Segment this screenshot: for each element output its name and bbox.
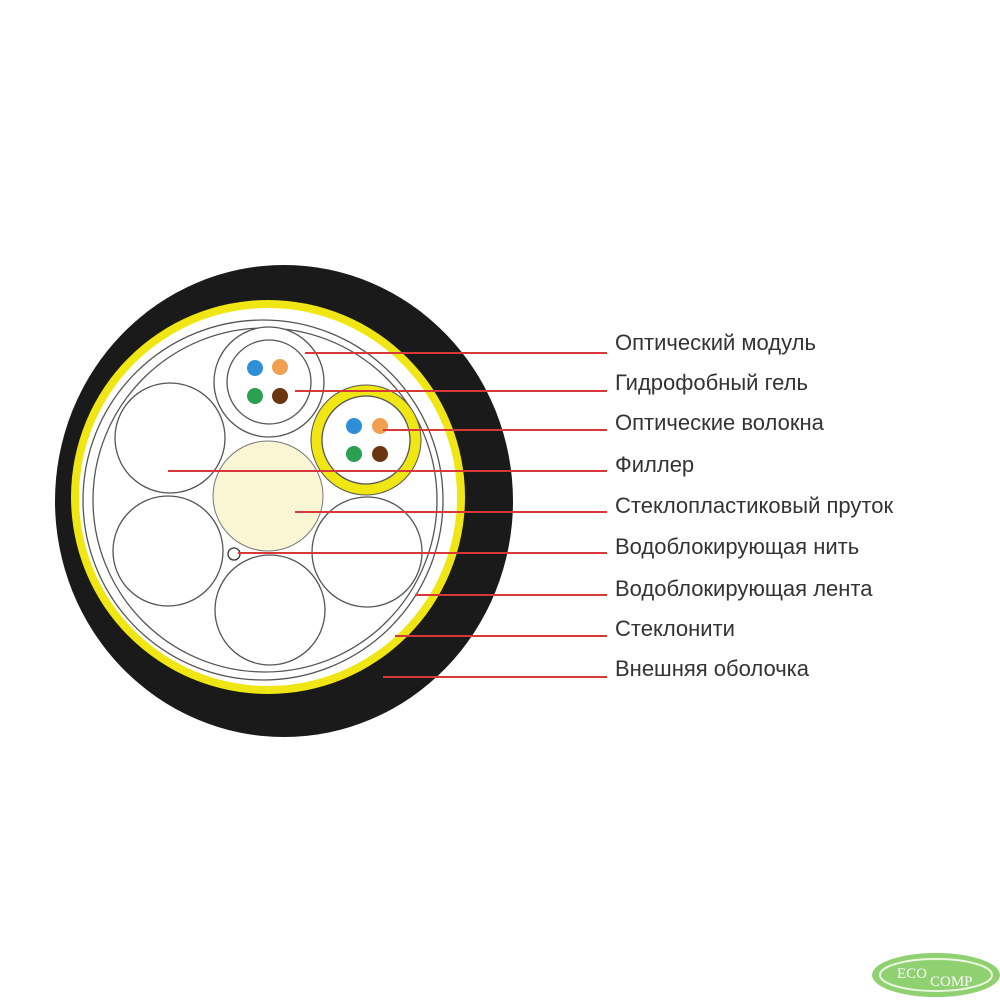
- label-water-blocking-tape: Водоблокирующая лента: [615, 576, 873, 601]
- label-filler: Филлер: [615, 452, 695, 477]
- fiber-blue: [346, 418, 362, 434]
- filler-bottom-left: [112, 495, 224, 607]
- fiber-green: [247, 388, 263, 404]
- label-outer-sheath: Внешняя оболочка: [615, 656, 810, 681]
- fiber-brown: [372, 446, 388, 462]
- ecocomp-logo: ECO COMP: [872, 953, 1000, 997]
- fiber-orange: [372, 418, 388, 434]
- label-optical-fibers: Оптические волокна: [615, 410, 824, 435]
- water-blocking-tape: [82, 319, 444, 681]
- label-water-blocking-thread: Водоблокирующая нить: [615, 534, 860, 559]
- svg-text:ECO: ECO: [897, 966, 927, 982]
- label-optical-module: Оптический модуль: [615, 330, 816, 355]
- fiber-orange: [272, 359, 288, 375]
- label-glass-yarn: Стеклонити: [615, 616, 735, 641]
- fiber-green: [346, 446, 362, 462]
- fiber-blue: [247, 360, 263, 376]
- leader-lines: [168, 352, 607, 678]
- label-hydrophobic-gel: Гидрофобный гель: [615, 370, 808, 395]
- svg-text:COMP: COMP: [930, 974, 973, 990]
- label-fiberglass-rod: Стеклопластиковый пруток: [615, 493, 894, 518]
- optical-module-yellow-inner: [321, 395, 411, 485]
- filler-bottom: [214, 554, 326, 666]
- fiberglass-rod: [212, 440, 324, 552]
- filler-top-left: [114, 382, 226, 494]
- optical-module-top-inner: [226, 339, 312, 425]
- fiber-brown: [272, 388, 288, 404]
